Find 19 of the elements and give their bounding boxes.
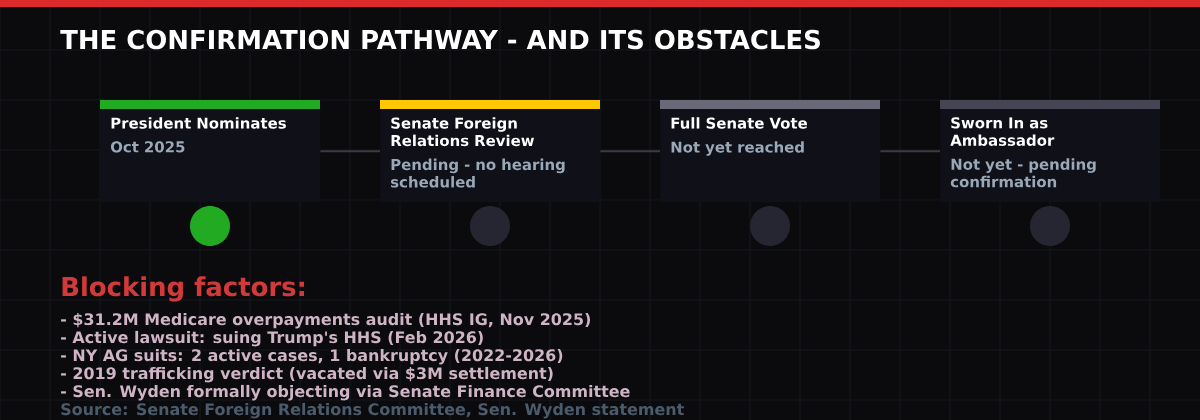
status-text: Not yet reached xyxy=(671,141,804,156)
card-title: President Nominates xyxy=(111,117,286,129)
list-item: - $31.2M Medicare overpayments audit (HHS IG, Nov 2025) xyxy=(61,312,590,329)
connector-line xyxy=(319,150,381,153)
status-text: Pending - no hearing scheduled xyxy=(390,158,565,188)
list-item: - NY AG suits: 2 active cases, 1 bankruptcy (2022-2026) xyxy=(61,348,563,365)
card-title: Sworn In as Ambassador xyxy=(950,117,1055,146)
list-item: - 2019 trafficking verdict (vacated via $3M settlement) xyxy=(61,366,553,383)
connector-line xyxy=(879,150,941,153)
list-item: - Sen. Wyden formally objecting via Senate Finance Committee xyxy=(61,384,630,401)
title: THE CONFIRMATION PATHWAY - AND ITS OBSTACLES xyxy=(60,29,820,50)
source-note: Source: Senate Foreign Relations Committee, Sen. Wyden statement xyxy=(61,402,684,419)
connector-line xyxy=(599,150,661,153)
list-item: - Active lawsuit: suing Trump's HHS (Feb 2026) xyxy=(61,330,483,347)
section-heading: Blocking factors: xyxy=(62,276,305,302)
status-text: Oct 2025 xyxy=(110,141,185,153)
status-text: Not yet - pending confirmation xyxy=(950,158,1096,188)
card-title: Senate Foreign Relations Review xyxy=(391,117,534,147)
card-title: Full Senate Vote xyxy=(671,117,807,129)
